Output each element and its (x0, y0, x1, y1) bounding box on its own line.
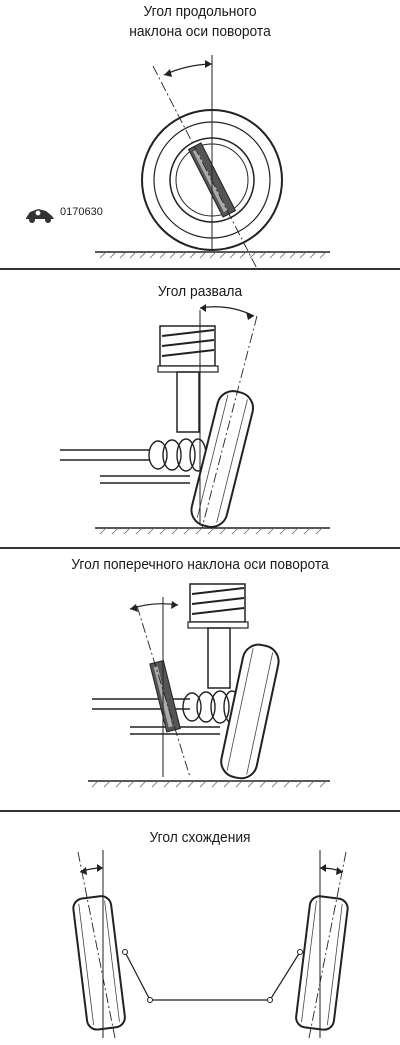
panel-divider (0, 810, 400, 812)
car-icon (26, 209, 54, 223)
toe-title: Угол схождения (149, 829, 251, 846)
caster-title-line2: наклона оси поворота (129, 23, 271, 40)
toe-diagram (72, 850, 349, 1039)
kingpin-diagram (88, 583, 330, 788)
left-wheel-top-view (72, 895, 126, 1031)
suspension-spring (187, 583, 249, 689)
caster-diagram (26, 55, 330, 270)
kingpin-title: Угол поперечного наклона оси поворота (71, 556, 329, 573)
camber-title: Угол развала (157, 283, 243, 300)
panel-divider (0, 268, 400, 270)
tilted-wheel (220, 643, 280, 780)
panel-divider (0, 547, 400, 549)
caster-panel: Угол продольного наклона оси поворота (0, 0, 400, 270)
cv-joint-boot (148, 438, 207, 472)
camber-diagram (60, 304, 330, 535)
caster-title-line1: Угол продольного (143, 3, 257, 20)
toe-panel: Угол схождения (0, 812, 400, 1045)
kingpin-panel: Угол поперечного наклона оси поворота (0, 549, 400, 811)
suspension-spring (157, 325, 219, 433)
figure-code: 0170630 (60, 206, 103, 218)
camber-panel: Угол развала (0, 270, 400, 548)
right-wheel-top-view (295, 895, 349, 1031)
tilted-wheel (190, 390, 255, 528)
